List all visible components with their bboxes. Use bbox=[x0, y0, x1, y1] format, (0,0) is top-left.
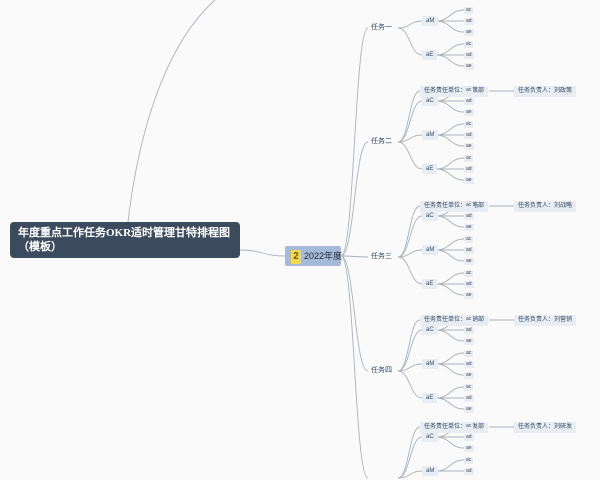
leaf-topic[interactable]: ae bbox=[464, 338, 474, 345]
subtopic[interactable]: aE bbox=[422, 164, 438, 174]
leaf-topic[interactable]: ae bbox=[464, 372, 474, 379]
task-label[interactable]: 任务二 bbox=[368, 136, 395, 148]
responsible-person[interactable]: 任务负责人：刘营销 bbox=[514, 315, 577, 326]
leaf-topic[interactable]: ae bbox=[464, 445, 474, 452]
leaf-topic[interactable]: ad bbox=[464, 213, 474, 220]
leaf-topic[interactable]: ad bbox=[464, 434, 474, 441]
leaf-topic[interactable]: ae bbox=[464, 292, 474, 299]
leaf-topic[interactable]: ac bbox=[464, 87, 474, 94]
leaf-topic[interactable]: ad bbox=[464, 468, 474, 475]
leaf-topic[interactable]: ad bbox=[464, 166, 474, 173]
task-label[interactable]: 任务一 bbox=[368, 22, 395, 34]
responsible-person[interactable]: 任务负责人：刘战略 bbox=[514, 201, 577, 212]
subtopic[interactable]: aC bbox=[422, 211, 438, 221]
leaf-topic[interactable]: ac bbox=[464, 384, 474, 391]
leaf-topic[interactable]: ad bbox=[464, 361, 474, 368]
leaf-topic[interactable]: ac bbox=[464, 236, 474, 243]
leaf-topic[interactable]: ae bbox=[464, 224, 474, 231]
leaf-topic[interactable]: ad bbox=[464, 52, 474, 59]
leaf-topic[interactable]: ac bbox=[464, 457, 474, 464]
leaf-topic[interactable]: ac bbox=[464, 7, 474, 14]
leaf-topic[interactable]: ae bbox=[464, 177, 474, 184]
leaf-topic[interactable]: ac bbox=[464, 202, 474, 209]
leaf-topic[interactable]: ad bbox=[464, 18, 474, 25]
responsible-unit[interactable]: 任务责任单位：研发部 bbox=[420, 422, 489, 433]
leaf-topic[interactable]: ae bbox=[464, 143, 474, 150]
subtopic[interactable]: aE bbox=[422, 50, 438, 60]
leaf-topic[interactable]: ae bbox=[464, 258, 474, 265]
leaf-topic[interactable]: ad bbox=[464, 132, 474, 139]
subtopic[interactable]: aE bbox=[422, 393, 438, 403]
subtopic[interactable]: aC bbox=[422, 325, 438, 335]
task-label[interactable]: 任务四 bbox=[368, 365, 395, 377]
leaf-topic[interactable]: ad bbox=[464, 281, 474, 288]
subtopic[interactable]: aM bbox=[422, 130, 439, 140]
task-label[interactable]: 任务三 bbox=[368, 251, 395, 263]
leaf-topic[interactable]: ac bbox=[464, 41, 474, 48]
subtopic[interactable]: aM bbox=[422, 16, 439, 26]
subtopic[interactable]: aM bbox=[422, 359, 439, 369]
leaf-topic[interactable]: ae bbox=[464, 406, 474, 413]
leaf-topic[interactable]: ad bbox=[464, 395, 474, 402]
leaf-topic[interactable]: ac bbox=[464, 270, 474, 277]
leaf-topic[interactable]: ac bbox=[464, 121, 474, 128]
subtopic[interactable]: aM bbox=[422, 466, 439, 476]
responsible-unit[interactable]: 任务责任单位：政策部 bbox=[420, 86, 489, 97]
year-label: 2022年度 bbox=[304, 251, 343, 261]
badge-icon: 2 bbox=[291, 249, 301, 264]
subtopic[interactable]: aE bbox=[422, 279, 438, 289]
leaf-topic[interactable]: ac bbox=[464, 155, 474, 162]
leaf-topic[interactable]: ad bbox=[464, 327, 474, 334]
leaf-topic[interactable]: ad bbox=[464, 247, 474, 254]
leaf-topic[interactable]: ae bbox=[464, 29, 474, 36]
leaf-topic[interactable]: ae bbox=[464, 109, 474, 116]
responsible-person[interactable]: 任务负责人：刘研发 bbox=[514, 422, 577, 433]
leaf-topic[interactable]: ac bbox=[464, 316, 474, 323]
responsible-person[interactable]: 任务负责人：刘政策 bbox=[514, 86, 577, 97]
subtopic[interactable]: aM bbox=[422, 245, 439, 255]
leaf-topic[interactable]: ae bbox=[464, 63, 474, 70]
leaf-topic[interactable]: ac bbox=[464, 350, 474, 357]
subtopic[interactable]: aC bbox=[422, 96, 438, 106]
root-topic[interactable]: 年度重点工作任务OKR适时管理甘特排程图（模板） bbox=[10, 222, 240, 258]
responsible-unit[interactable]: 任务责任单位：战略部 bbox=[420, 201, 489, 212]
leaf-topic[interactable]: ad bbox=[464, 98, 474, 105]
leaf-topic[interactable]: ac bbox=[464, 423, 474, 430]
subtopic[interactable]: aC bbox=[422, 432, 438, 442]
responsible-unit[interactable]: 任务责任单位：营销部 bbox=[420, 315, 489, 326]
